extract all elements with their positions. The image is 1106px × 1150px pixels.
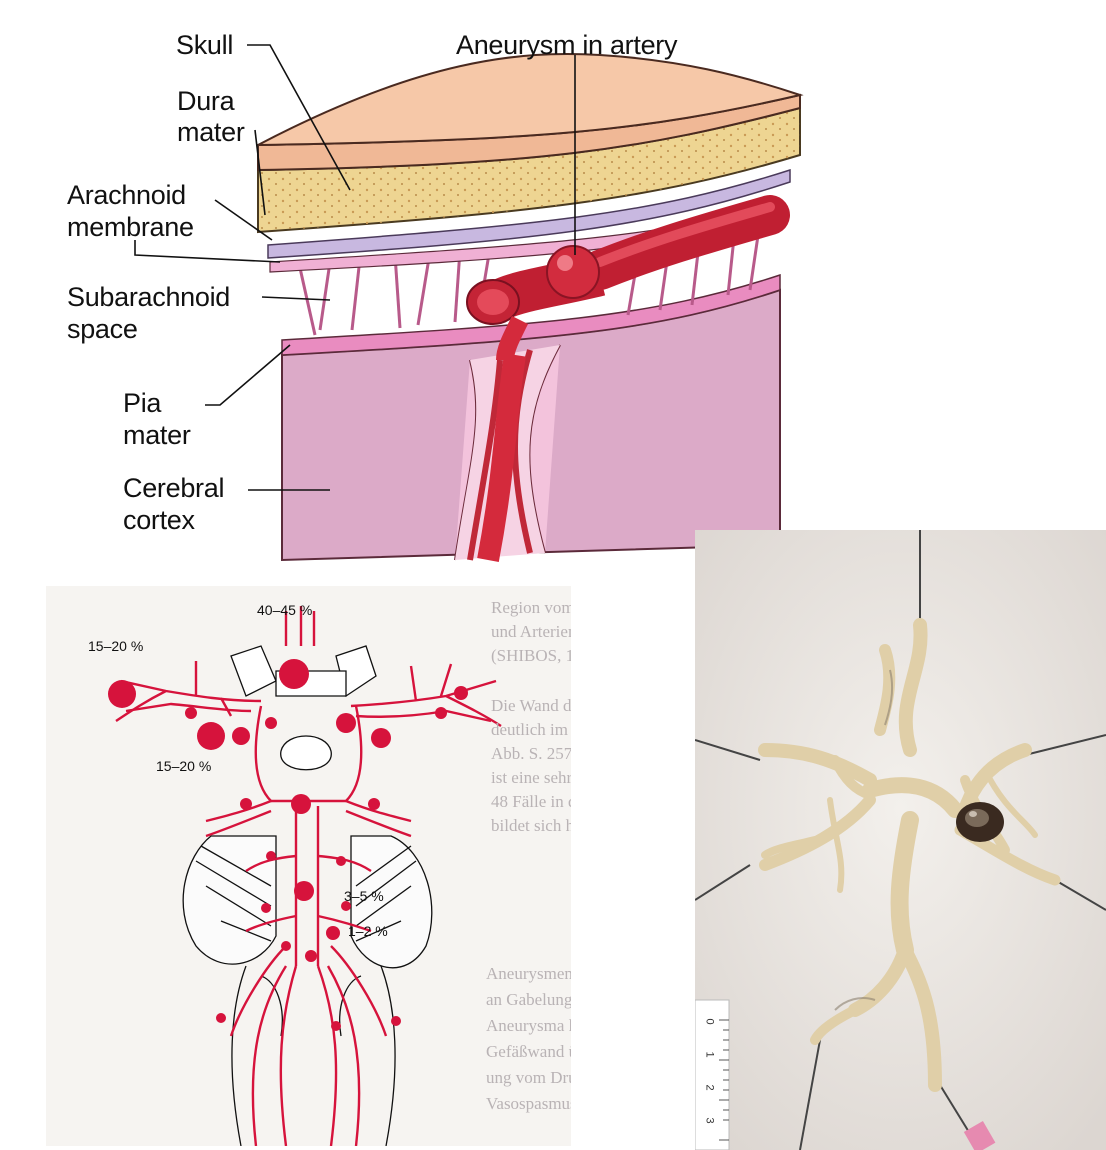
pct-label-lower: 1–2 % — [348, 923, 388, 939]
ruler-tick-0: 0 — [703, 1018, 716, 1025]
ghost-text-1: Region vom Herzen am weitesten entfernt — [491, 598, 571, 617]
label-arachnoid-line2: membrane — [67, 212, 194, 242]
vessels — [758, 618, 1061, 1092]
ghost-text-9: bildet sich häufig — [491, 816, 571, 835]
label-subarachnoid-line1: Subarachnoid — [67, 282, 231, 312]
label-skull: Skull — [176, 30, 234, 60]
label-dura-line2: mater — [177, 117, 245, 147]
specimen-photo: 0 1 2 3 — [695, 530, 1106, 1150]
ghost-text-7: ist eine sehr seltene Erkrankung — [491, 768, 571, 787]
ghost-text-14: ung vom Druck bei erhöhtem — [486, 1068, 571, 1087]
label-aneurysm: Aneurysm in artery — [456, 30, 678, 60]
pct-label-top: 40–45 % — [257, 602, 313, 618]
ruler-labels: 0 1 2 3 — [701, 1010, 717, 1142]
pct-label-center: 3–5 % — [344, 888, 384, 904]
ghost-text-12: Aneurysma kann dann in der Regel — [486, 1016, 571, 1035]
ghost-text-2: und Arterien und die Zirkulation an — [491, 622, 571, 641]
specimen-illustration — [695, 530, 1106, 1150]
aneurysm-sites — [108, 659, 468, 1031]
label-subarachnoid-line2: space — [67, 314, 138, 344]
pins — [695, 530, 1106, 1150]
ghost-text-15: Vasospasmus und Rupturen — [486, 1094, 571, 1113]
ruler — [695, 999, 730, 1150]
label-cortex-line2: cortex — [123, 505, 195, 535]
aneurysm-sac — [546, 245, 600, 299]
label-arachnoid-line1: Arachnoid — [67, 180, 186, 210]
label-dura-line1: Dura — [177, 86, 235, 116]
ghost-text-8: 48 Fälle in der Literatur — [491, 792, 571, 811]
ghost-text-3: (SHIBOS, 1977). — [491, 646, 571, 665]
willis-illustration — [108, 606, 502, 1146]
ghost-text-5: deutlich im Gebiet der Aufzweigung — [491, 720, 571, 739]
ghost-text-6: Abb. S. 257). Das Aneurysma — [491, 744, 571, 763]
ruler-tick-1: 1 — [703, 1051, 716, 1058]
meninges-diagram: Skull Aneurysm in artery Dura mater Arac… — [67, 30, 804, 563]
meninges-illustration — [134, 44, 804, 563]
artery — [466, 195, 790, 361]
label-pia-line1: Pia — [123, 388, 162, 418]
circle-of-willis-diagram: Region vom Herzen am weitesten entfernt … — [46, 586, 571, 1146]
leader-lines — [134, 44, 576, 491]
ghost-text-10: Aneurysmen entstehen überwiegend — [486, 964, 571, 983]
ghost-text-4: Die Wand der Arterien weist Zweige — [491, 696, 571, 715]
label-cortex-line1: Cerebral — [123, 473, 225, 503]
artery-network — [115, 606, 502, 1146]
pct-label-left-mid: 15–20 % — [156, 758, 212, 774]
ruler-tick-2: 2 — [703, 1084, 716, 1091]
ghost-text-11: an Gabelungen, um die Arterien — [486, 990, 571, 1009]
ghost-text-13: Gefäßwand über die Zeit — [486, 1042, 571, 1061]
label-pia-line2: mater — [123, 420, 191, 450]
pct-label-left-top: 15–20 % — [88, 638, 144, 654]
cerebral-cortex-block — [281, 273, 781, 563]
ruler-tick-3: 3 — [703, 1117, 716, 1124]
